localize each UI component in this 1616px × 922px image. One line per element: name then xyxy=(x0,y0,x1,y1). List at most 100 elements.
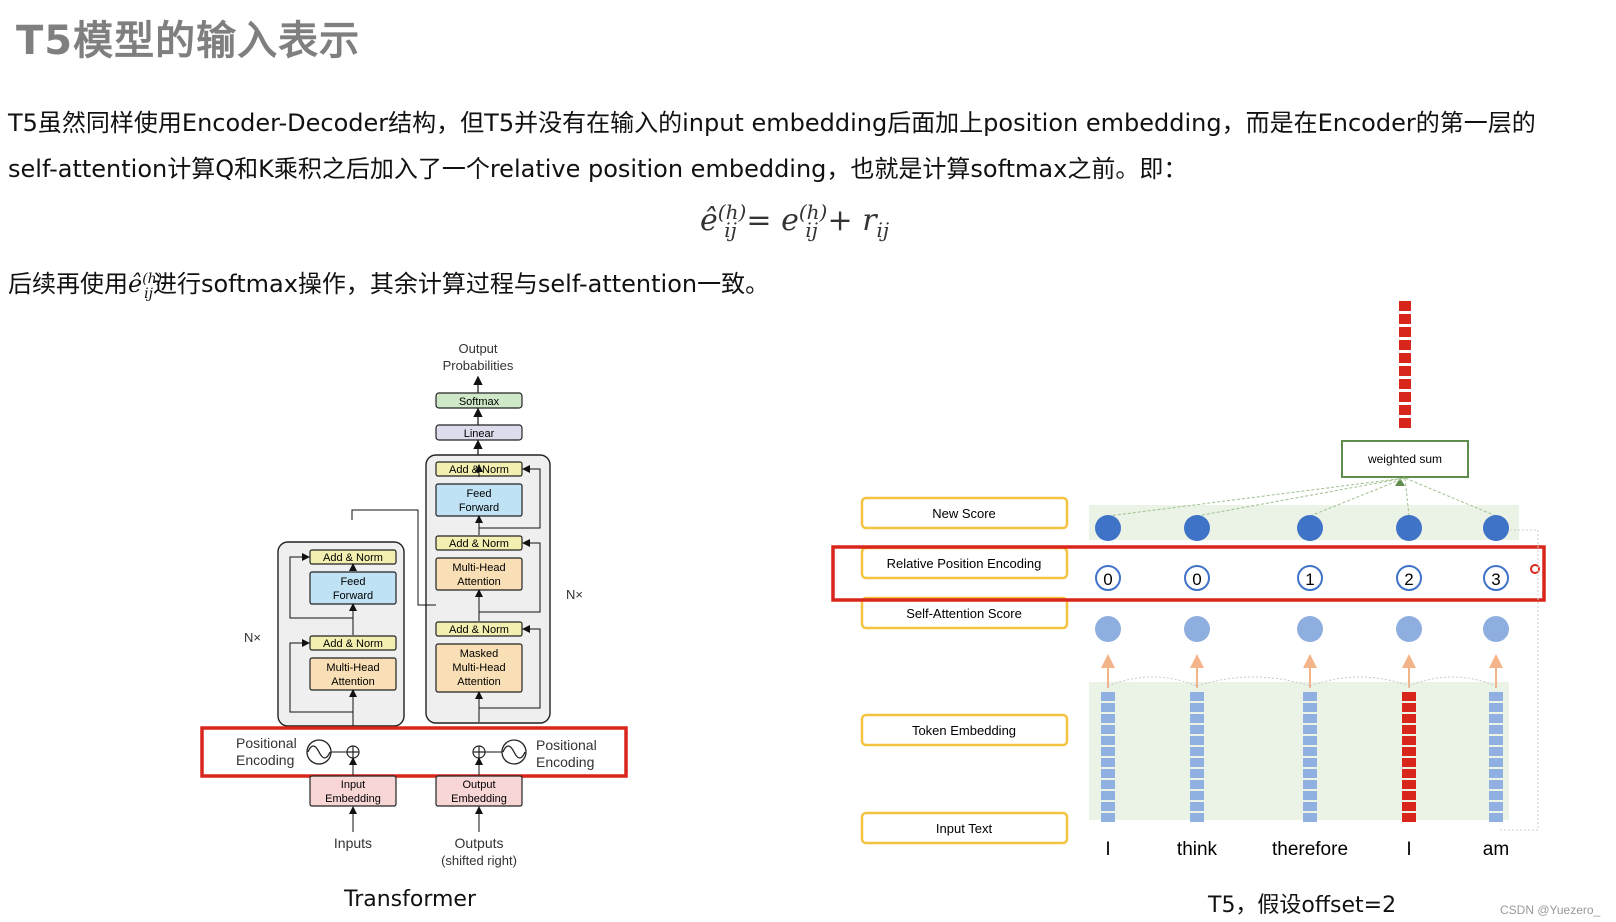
svg-text:Add & Norm: Add & Norm xyxy=(323,638,383,650)
svg-text:Embedding: Embedding xyxy=(451,793,507,805)
linear-label: Linear xyxy=(464,428,495,440)
svg-text:Masked: Masked xyxy=(460,648,499,660)
token-embedding-cell xyxy=(1190,813,1204,822)
token-embedding-cell xyxy=(1303,780,1317,789)
position-value: 2 xyxy=(1404,570,1413,589)
input-token: I xyxy=(1406,839,1411,860)
token-embedding-cell xyxy=(1101,769,1115,778)
relative-position-formula: ê(h)ij = e(h)ij + rij xyxy=(700,200,890,242)
token-embedding-cell xyxy=(1489,769,1503,778)
self-attention-dot xyxy=(1184,616,1210,642)
position-value: 1 xyxy=(1305,570,1314,589)
token-embedding-cell xyxy=(1190,780,1204,789)
token-embedding-cell xyxy=(1190,802,1204,811)
token-embedding-cell xyxy=(1402,813,1416,822)
new-score-dot xyxy=(1483,515,1509,541)
shifted-right-label: (shifted right) xyxy=(441,853,517,868)
output-vector-cell xyxy=(1399,327,1411,337)
highlight-marker xyxy=(1530,564,1540,574)
row-label: Token Embedding xyxy=(912,723,1016,738)
svg-text:Forward: Forward xyxy=(459,502,499,514)
weighted-sum-box xyxy=(1341,440,1469,478)
token-embedding-cell xyxy=(1101,703,1115,712)
token-embedding-cell xyxy=(1190,725,1204,734)
weighted-sum-label: weighted sum xyxy=(1367,452,1442,466)
svg-text:Encoding: Encoding xyxy=(536,754,594,770)
token-embedding-cell xyxy=(1402,747,1416,756)
output-vector xyxy=(1399,301,1411,428)
position-circle xyxy=(1483,565,1509,591)
position-value: 3 xyxy=(1491,570,1500,589)
encoder-add-norm-1 xyxy=(309,635,397,651)
new-score-dot xyxy=(1184,515,1210,541)
token-embedding-cell xyxy=(1489,758,1503,767)
token-embedding-cell xyxy=(1489,714,1503,723)
position-circle xyxy=(1184,565,1210,591)
token-embedding-cell xyxy=(1303,802,1317,811)
token-embedding-cell xyxy=(1190,747,1204,756)
watermark: CSDN @Yuezero_ xyxy=(1500,903,1601,917)
token-embedding-cell xyxy=(1190,769,1204,778)
new-score-dot xyxy=(1396,515,1422,541)
position-value: 0 xyxy=(1192,570,1201,589)
row-label: New Score xyxy=(932,506,996,521)
output-vector-cell xyxy=(1399,340,1411,350)
output-vector-cell xyxy=(1399,379,1411,389)
output-vector-cell xyxy=(1399,314,1411,324)
encoder-nx: N× xyxy=(244,630,261,645)
token-embedding-cell xyxy=(1101,725,1115,734)
token-embedding-cell xyxy=(1190,692,1204,701)
svg-text:Add & Norm: Add & Norm xyxy=(323,552,383,564)
positional-encoding-highlight xyxy=(200,726,628,778)
softmax-label: Softmax xyxy=(459,396,500,408)
svg-text:Feed: Feed xyxy=(466,488,491,500)
token-embedding-cell xyxy=(1402,769,1416,778)
token-embedding-cell xyxy=(1303,813,1317,822)
position-circle xyxy=(1396,565,1422,591)
svg-text:Add & Norm: Add & Norm xyxy=(449,538,509,550)
token-embedding-cell xyxy=(1190,703,1204,712)
output-vector-cell xyxy=(1399,405,1411,415)
token-embedding-cell xyxy=(1303,714,1317,723)
new-score-dot xyxy=(1297,515,1323,541)
output-vector-cell xyxy=(1399,418,1411,428)
token-embedding-cell xyxy=(1101,747,1115,756)
token-embedding-cell xyxy=(1402,725,1416,734)
input-token: I xyxy=(1105,839,1110,860)
outputs-label: Outputs xyxy=(454,835,503,851)
output-probs-line2: Probabilities xyxy=(443,358,514,373)
input-token: think xyxy=(1177,839,1218,860)
self-attention-dot xyxy=(1396,616,1422,642)
token-embedding-cell xyxy=(1303,725,1317,734)
paragraph-3: 后续再使用ê(h)ij进行softmax操作，其余计算过程与self-atten… xyxy=(8,270,770,302)
token-embedding-cell xyxy=(1303,769,1317,778)
t5-caption: T5，假设offset=2 xyxy=(1208,893,1397,918)
token-embedding-cell xyxy=(1101,791,1115,800)
token-embedding-cell xyxy=(1402,780,1416,789)
token-embedding-cell xyxy=(1489,780,1503,789)
token-embedding-cell xyxy=(1489,802,1503,811)
token-embedding-cell xyxy=(1190,758,1204,767)
token-embedding-cell xyxy=(1190,736,1204,745)
token-embedding-cell xyxy=(1101,813,1115,822)
embedding-panel xyxy=(1089,682,1509,820)
new-score-dot xyxy=(1095,515,1121,541)
token-embedding-cell xyxy=(1489,747,1503,756)
self-attention-dot xyxy=(1095,616,1121,642)
token-embedding-cell xyxy=(1303,703,1317,712)
input-token: therefore xyxy=(1272,839,1348,860)
token-embedding-cell xyxy=(1489,692,1503,701)
svg-text:Feed: Feed xyxy=(340,576,365,588)
token-embedding-cell xyxy=(1402,758,1416,767)
self-attention-dot xyxy=(1297,616,1323,642)
token-embedding-cell xyxy=(1489,791,1503,800)
svg-text:Multi-Head: Multi-Head xyxy=(452,662,505,674)
svg-text:Encoding: Encoding xyxy=(236,752,294,768)
svg-text:Attention: Attention xyxy=(457,676,500,688)
output-vector-cell xyxy=(1399,392,1411,402)
row-label-box xyxy=(860,713,1069,747)
token-embedding-cell xyxy=(1190,791,1204,800)
output-vector-cell xyxy=(1399,301,1411,311)
output-probs-line1: Output xyxy=(458,341,497,356)
